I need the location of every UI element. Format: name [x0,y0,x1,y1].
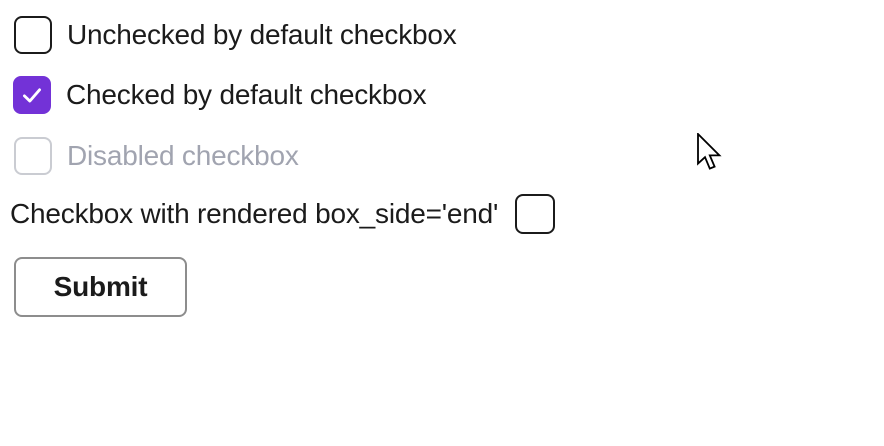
checkbox-unchecked-label: Unchecked by default checkbox [67,19,457,50]
checkbox-end-side[interactable] [515,194,556,234]
checkbox-row-unchecked: Unchecked by default checkbox [14,16,457,54]
checkbox-row-checked: Checked by default checkbox [13,76,427,114]
checkbox-disabled-label: Disabled checkbox [67,140,299,171]
checkbox-disabled [14,137,52,175]
checkbox-row-end-side: Checkbox with rendered box_side='end' [10,194,556,234]
checkbox-unchecked[interactable] [14,16,52,54]
checkbox-end-side-label: Checkbox with rendered box_side='end' [10,198,499,229]
checkbox-checked-label: Checked by default checkbox [66,79,427,110]
submit-button[interactable]: Submit [14,257,187,317]
checkmark-icon [23,88,41,103]
arrow-cursor-icon [697,133,722,170]
checkbox-checked[interactable] [13,76,51,114]
checkbox-row-disabled: Disabled checkbox [14,137,299,175]
